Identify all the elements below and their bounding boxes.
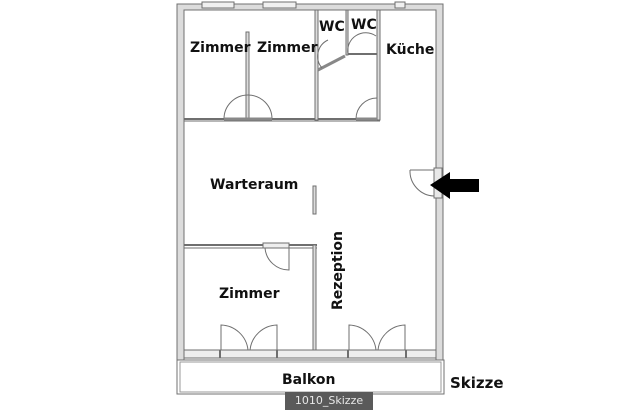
window <box>201 1 235 9</box>
door-arc <box>247 94 273 120</box>
room-label-zimmer-1: Zimmer <box>190 40 251 56</box>
door-arc <box>355 97 378 120</box>
door-arc <box>223 94 249 120</box>
entrance-door-arc <box>409 169 435 197</box>
window <box>394 1 406 9</box>
room-label-rezeption: Rezeption <box>330 231 346 310</box>
room-label-wc-1: WC <box>319 19 345 35</box>
room-label-balkon: Balkon <box>282 372 335 388</box>
window <box>262 1 297 9</box>
entrance-arrow-icon <box>430 172 479 199</box>
sketch-label: Skizze <box>450 374 504 392</box>
image-caption: 1010_Skizze <box>285 392 373 410</box>
balcony-outline <box>176 359 445 395</box>
room-label-warteraum: Warteraum <box>210 177 298 193</box>
room-label-zimmer-2: Zimmer <box>257 40 318 56</box>
room-label-zimmer-3: Zimmer <box>219 286 280 302</box>
room-label-wc-2: WC <box>351 17 377 33</box>
partition <box>312 185 317 215</box>
room-label-kueche: Küche <box>386 42 434 58</box>
